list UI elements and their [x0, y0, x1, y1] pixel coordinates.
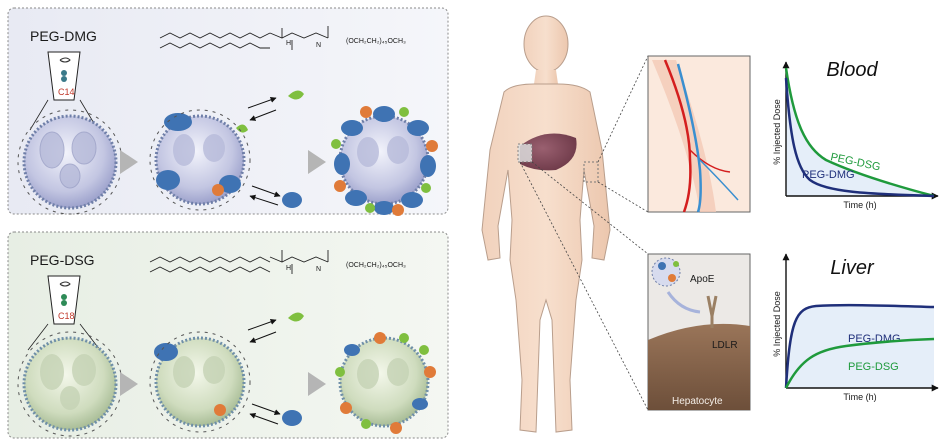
- peg-dmg-structure: [159, 26, 329, 50]
- chart-title: Blood: [826, 59, 878, 81]
- chart-area-shade: [786, 305, 934, 388]
- hepatocyte-label: Hepatocyte: [672, 396, 723, 407]
- lnp-full-corona: [335, 332, 436, 434]
- peg-dmg-label: PEG-DMG: [30, 28, 97, 44]
- formula-h: H: [286, 265, 291, 272]
- panel-peg-dmg: PEG-DMG C14 H N (OCH₂CH₂)₄₅OCH₃: [7, 7, 449, 216]
- lnp-bare: [17, 109, 123, 215]
- series-label-peg-dmg: PEG-DMG: [802, 169, 855, 181]
- lnp-partial-corona: [149, 331, 251, 433]
- x-axis-label: Time (h): [843, 392, 876, 402]
- progression-arrow: [308, 372, 326, 396]
- progression-arrow: [120, 372, 138, 396]
- y-axis-label: % Injected Dose: [772, 291, 782, 357]
- series-line-peg-dsg: [784, 67, 935, 198]
- formula-h: H: [286, 40, 291, 47]
- liver-zoom-marker: [517, 143, 533, 163]
- series-label-peg-dsg: PEG-DSG: [848, 361, 899, 373]
- zoom-guides: [519, 55, 649, 411]
- chain-length-c14: C14: [58, 87, 75, 97]
- apoe-label: ApoE: [690, 274, 715, 285]
- chart-title: Liver: [830, 257, 875, 279]
- arm-zoom-marker: [583, 161, 599, 183]
- blood-vessel-inset: [647, 55, 751, 213]
- y-axis-label: % Injected Dose: [772, 99, 782, 165]
- peg-dmg-formula-tail: (OCH₂CH₂)₄₅OCH₃: [346, 38, 406, 45]
- lnp-bare: [17, 331, 123, 437]
- human-body: [481, 15, 611, 433]
- chart-area-shade: [786, 68, 934, 196]
- formula-n: N: [316, 266, 321, 273]
- lnp-partial-corona: [149, 109, 251, 211]
- ldlr-label: LDLR: [712, 340, 738, 351]
- x-axis-label: Time (h): [843, 200, 876, 210]
- series-line-peg-dsg: [784, 337, 935, 389]
- free-protein-green: [288, 312, 304, 322]
- free-protein-green: [288, 90, 304, 100]
- free-protein-blue: [282, 192, 302, 208]
- liver-organ: [520, 133, 577, 171]
- formula-n: N: [316, 42, 321, 49]
- peg-dsg-zoom-inset: C18: [27, 275, 101, 351]
- peg-dsg-structure: [149, 250, 329, 274]
- peg-dsg-formula-tail: (OCH₂CH₂)₄₅OCH₃: [346, 262, 406, 269]
- progression-arrow: [120, 150, 138, 174]
- chain-length-c18: C18: [58, 311, 75, 321]
- free-protein-blue: [282, 410, 302, 426]
- lnp-full-corona: [331, 106, 438, 216]
- series-line-peg-dmg: [784, 77, 935, 198]
- peg-dsg-label: PEG-DSG: [30, 252, 95, 268]
- series-line-peg-dmg: [784, 303, 935, 389]
- hepatocyte-inset: ApoE LDLR Hepatocyte: [647, 253, 751, 411]
- progression-arrow: [308, 150, 326, 174]
- panel-peg-dsg: PEG-DSG C18 H N (OCH₂CH₂)₄₅OCH₃: [7, 231, 449, 439]
